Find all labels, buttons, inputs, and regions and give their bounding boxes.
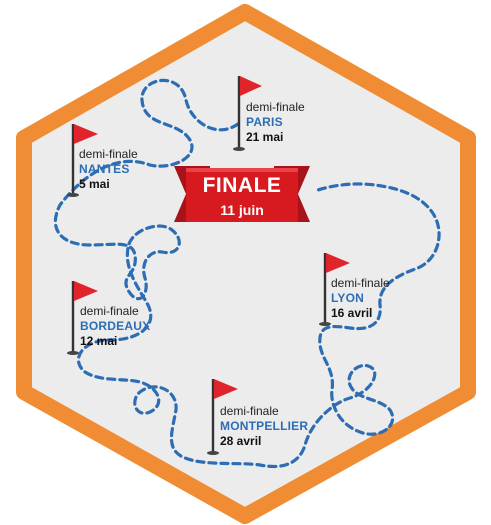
flag-icon [67, 124, 98, 197]
stop-date: 16 avril [331, 306, 373, 320]
stop-label-montpellier: demi-finale MONTPELLIER 28 avril [220, 404, 308, 449]
finale-date: 11 juin [220, 202, 264, 218]
flag-icon [207, 379, 238, 455]
stop-stage: demi-finale [79, 147, 138, 161]
flag-icon [319, 253, 350, 326]
stop-label-nantes: demi-finale NANTES 5 mai [79, 147, 138, 192]
stop-label-lyon: demi-finale LYON 16 avril [331, 276, 390, 321]
stop-city: BORDEAUX [80, 319, 151, 333]
stop-city: LYON [331, 291, 365, 305]
stop-label-paris: demi-finale PARIS 21 mai [246, 100, 305, 145]
stop-city: MONTPELLIER [220, 419, 309, 433]
stop-city: PARIS [246, 115, 283, 129]
stop-stage: demi-finale [246, 100, 305, 114]
stop-date: 5 mai [79, 177, 110, 191]
stop-date: 12 mai [80, 334, 118, 348]
hexagon-frame [16, 4, 476, 524]
stop-stage: demi-finale [80, 304, 139, 318]
route-path [53, 78, 441, 468]
stop-stage: demi-finale [331, 276, 390, 290]
flag-icon [233, 76, 262, 151]
flag-icon [67, 281, 98, 355]
stop-city: NANTES [79, 162, 130, 176]
finale-title: FINALE [202, 174, 282, 197]
stop-stage: demi-finale [220, 404, 279, 418]
stop-date: 28 avril [220, 434, 262, 448]
stop-date: 21 mai [246, 130, 284, 144]
finale-banner [174, 166, 310, 222]
stop-label-bordeaux: demi-finale BORDEAUX 12 mai [80, 304, 150, 349]
